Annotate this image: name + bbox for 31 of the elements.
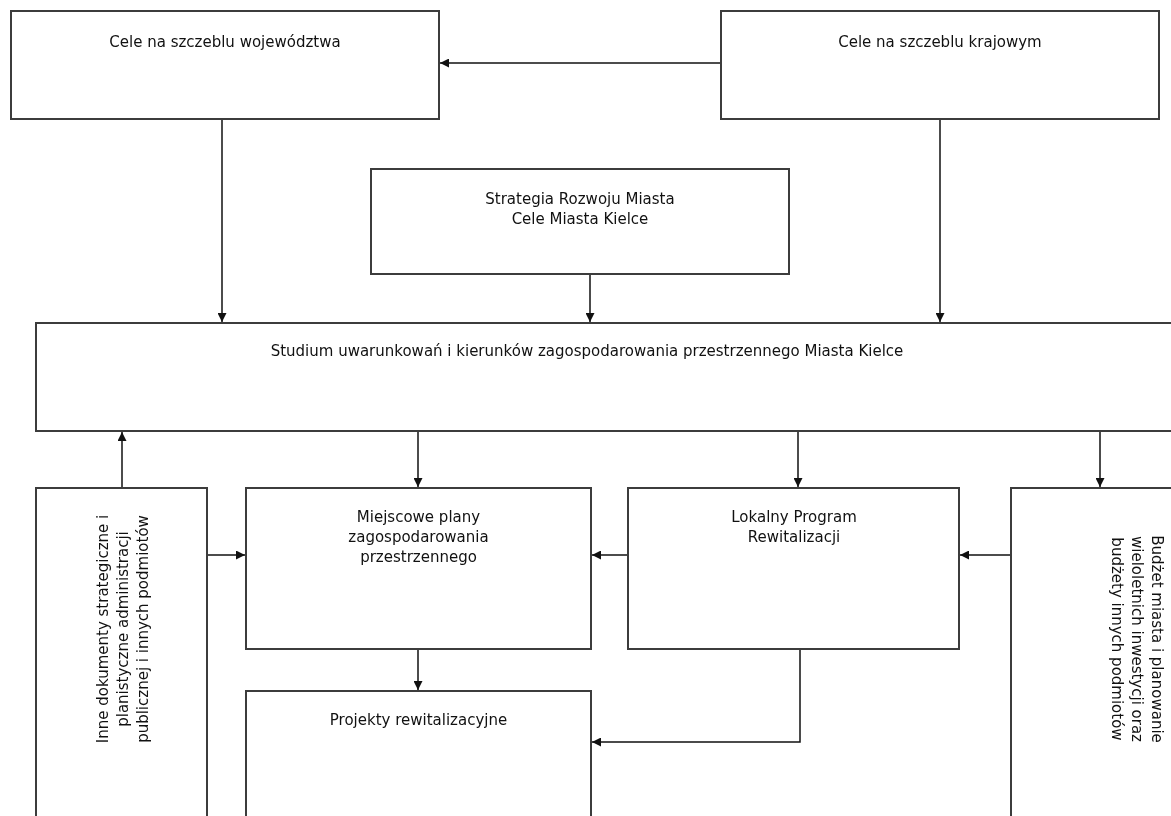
arrow	[207, 550, 246, 560]
arrow	[413, 649, 423, 691]
arrow	[959, 550, 1011, 560]
box-text: Inne dokumenty strategiczne i planistyczne administracji publicznej i innych podmiotów	[93, 513, 153, 746]
arrow	[217, 119, 227, 323]
arrow	[591, 550, 628, 560]
box-text: Lokalny Program Rewitalizacji	[730, 507, 858, 547]
box-text: Strategia Rozwoju Miasta Cele Miasta Kielce	[484, 189, 676, 229]
arrow	[413, 431, 423, 488]
box	[245, 487, 592, 650]
box	[245, 690, 592, 816]
box	[1010, 487, 1171, 816]
box	[35, 322, 1171, 432]
box-text: Projekty rewitalizacyjne	[328, 710, 509, 730]
box	[10, 10, 440, 120]
arrow	[439, 58, 721, 68]
arrow	[591, 649, 801, 747]
box-text: Budżet miasta i planowanie wieloletnich inwestycji oraz budżety innych podmiotów	[1107, 534, 1167, 745]
box	[627, 487, 960, 650]
box	[370, 168, 790, 275]
arrow	[1095, 431, 1105, 488]
box-text: Cele na szczeblu województwa	[108, 32, 342, 52]
box	[720, 10, 1160, 120]
box-text: Miejscowe plany zagospodarowania przestrzennego	[347, 507, 490, 567]
arrow	[935, 119, 945, 323]
box-text: Studium uwarunkowań i kierunków zagospodarowania przestrzennego Miasta Kielce	[269, 341, 905, 361]
box-text: Cele na szczeblu krajowym	[837, 32, 1043, 52]
arrow	[117, 431, 127, 488]
arrow	[793, 431, 803, 488]
box	[35, 487, 208, 816]
arrow	[585, 274, 595, 323]
